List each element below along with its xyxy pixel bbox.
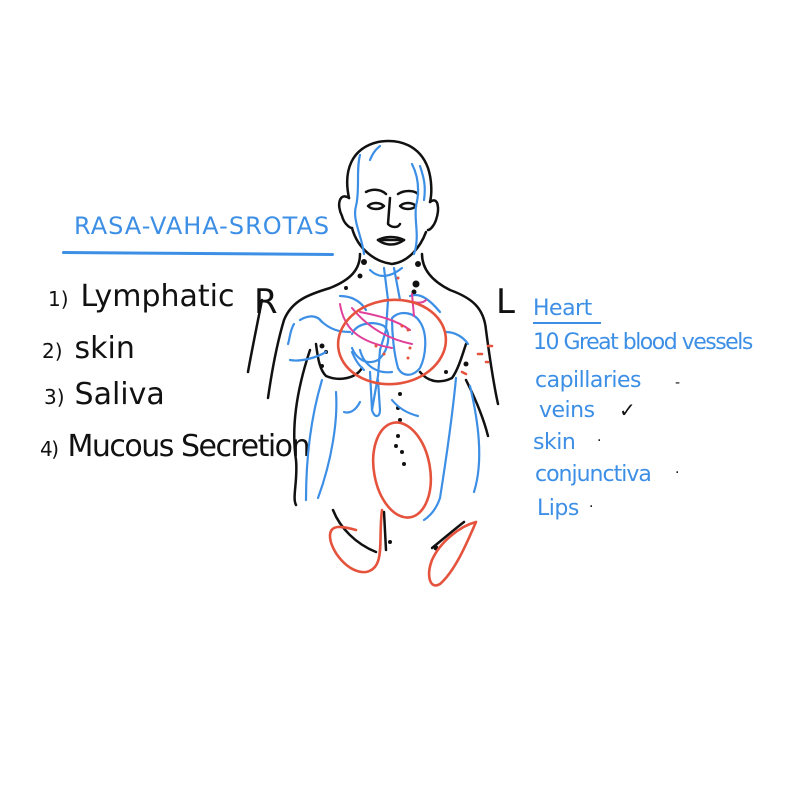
pink-arteries	[339, 293, 427, 349]
list-item: capillaries -	[535, 368, 680, 393]
blue-veins	[286, 144, 481, 522]
list-item: conjunctiva ·	[535, 462, 680, 487]
list-item: 3) Saliva	[44, 380, 165, 410]
list-item: veins ✓	[539, 398, 636, 423]
heading-underline	[533, 322, 601, 324]
list-item-label: skin	[533, 430, 576, 455]
list-item-number: 1)	[48, 287, 69, 311]
page-title: RASA-VAHA-SROTAS	[74, 212, 331, 240]
list-item: 4) Mucous Secretion	[40, 429, 311, 464]
list-item: 1) Lymphatic	[48, 282, 235, 312]
list-item: Lips ·	[537, 496, 593, 521]
heart-circle	[336, 298, 448, 386]
left-hip-circle	[328, 508, 384, 574]
list-item-label: skin	[74, 331, 135, 366]
abdomen-circle	[371, 421, 433, 519]
list-item-label: conjunctiva	[535, 462, 652, 487]
torso-outline	[246, 252, 500, 554]
list-item-label: Saliva	[74, 377, 165, 412]
list-item-label: Lips	[537, 496, 579, 521]
item-mark: ·	[597, 433, 601, 449]
list-item: 2) skin	[42, 334, 135, 364]
item-mark: -	[675, 375, 680, 391]
item-mark: ·	[589, 499, 593, 515]
right-hip-circle	[427, 520, 478, 587]
heart-dots	[374, 276, 412, 360]
list-item-label: Lymphatic	[80, 279, 235, 314]
red-organ-markers	[328, 298, 494, 587]
list-item: 10 Great blood vessels	[533, 330, 753, 355]
list-item-label: Mucous Secretion	[67, 429, 311, 464]
head-outline	[337, 139, 440, 266]
list-item-number: 4)	[40, 437, 59, 461]
list-item-label: veins	[539, 398, 595, 423]
item-mark: ·	[675, 465, 680, 481]
list-item-label: capillaries	[535, 368, 642, 393]
lymph-nodes	[319, 259, 469, 551]
left-side-label: L	[496, 282, 515, 322]
list-item-label: 10 Great blood vessels	[533, 330, 753, 355]
list-item-number: 2)	[42, 339, 63, 363]
checkmark-icon: ✓	[619, 398, 636, 422]
list-item: skin ·	[533, 430, 601, 455]
right-list-heading: Heart	[533, 296, 592, 321]
list-item-number: 3)	[44, 385, 65, 409]
